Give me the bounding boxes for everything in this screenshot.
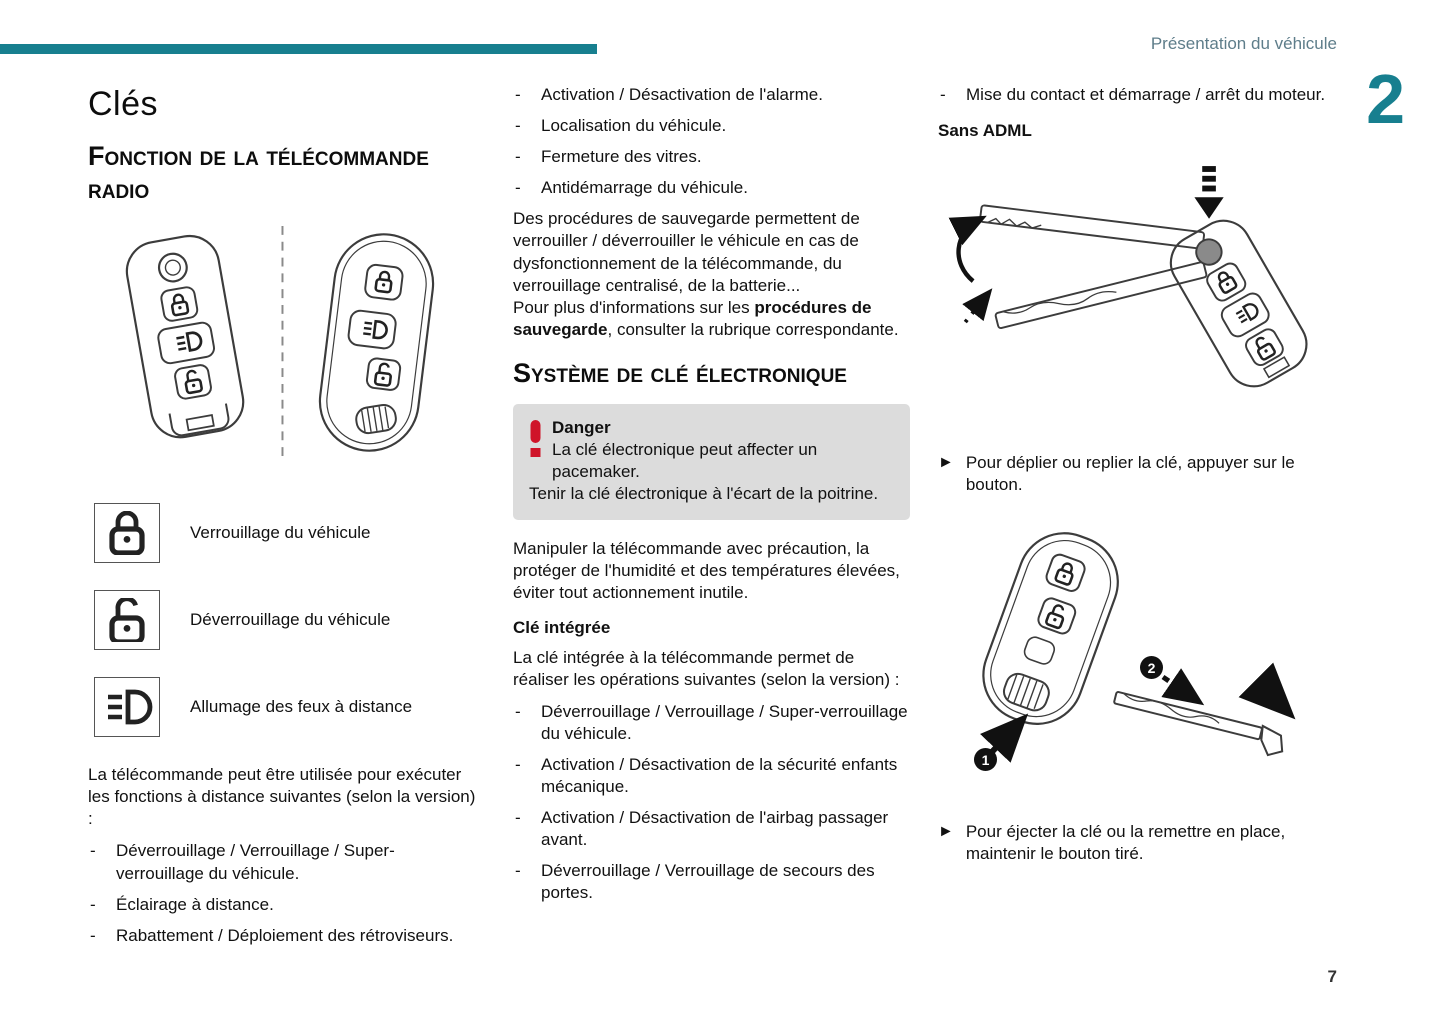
list-item: - Mise du contact et démarrage / arrêt d…	[938, 84, 1338, 106]
flip-key-body	[1169, 219, 1308, 388]
lock-icon	[1213, 268, 1239, 296]
dash-bullet: -	[515, 701, 521, 721]
unlock-icon	[1044, 602, 1069, 631]
ejected-key-blade	[1113, 691, 1284, 757]
page-title: Clés	[88, 85, 159, 123]
eject-solid-arrow	[1238, 662, 1296, 720]
unlock-icon	[1251, 333, 1277, 362]
dash-bullet: -	[90, 894, 96, 914]
legend-label: Déverrouillage du véhicule	[190, 610, 391, 630]
headlight-beam-icon	[1233, 300, 1262, 326]
column-middle: - Activation / Désactivation de l'alarme…	[513, 82, 910, 914]
lock-icon	[1053, 560, 1078, 588]
sans-adml-subheading: Sans ADML	[938, 121, 1032, 141]
backup-procedures-paragraph-2: Pour plus d'informations sur les procédu…	[513, 297, 899, 339]
intro-paragraph: La télécommande peut être utilisée pour …	[88, 765, 476, 829]
dash-bullet: -	[515, 116, 521, 136]
list-item: - Rabattement / Déploiement des rétrovis…	[88, 925, 480, 947]
list-item: - Activation / Désactivation de l'alarme…	[513, 84, 910, 106]
list-item: - Déverrouillage / Verrouillage / Super-…	[88, 840, 480, 884]
press-button-arrow	[1194, 166, 1224, 219]
legend-label: Allumage des feux à distance	[190, 697, 413, 717]
pivot-button	[1195, 238, 1223, 266]
dash-bullet: -	[515, 861, 521, 881]
dash-bullet: -	[940, 85, 946, 104]
unlock-icon	[94, 590, 160, 651]
list-item: - Activation / Désactivation de la sécur…	[513, 754, 910, 798]
release-slider	[1002, 673, 1050, 712]
page-number: 7	[1327, 966, 1337, 986]
flip-key-deploy-illustration	[938, 164, 1338, 414]
dash-bullet: -	[90, 925, 96, 945]
legend-row-headlight: Allumage des feux à distance	[94, 677, 480, 738]
dash-bullet: -	[515, 85, 521, 104]
step-marker-1: 1	[974, 748, 997, 772]
danger-line: La clé électronique peut affecter un pac…	[552, 439, 818, 482]
danger-title: Danger	[552, 417, 611, 437]
backup-procedures-paragraph: Des procédures de sauvegarde permettent …	[513, 209, 860, 295]
danger-line: Tenir la clé électronique à l'écart de l…	[529, 484, 879, 504]
legend-row-unlock: Déverrouillage du véhicule	[94, 590, 480, 651]
danger-box: Danger La clé électronique peut affecter…	[513, 403, 910, 521]
integrated-key-subheading: Clé intégrée	[513, 617, 611, 637]
pull-button-arrow	[979, 713, 1029, 764]
chapter-number: 2	[1366, 60, 1405, 138]
rotate-arrow	[948, 215, 987, 284]
dash-bullet: -	[515, 147, 521, 167]
instruction-step: ► Pour déplier ou replier la clé, appuye…	[938, 452, 1338, 496]
right-triangle-arrow: ►	[938, 454, 954, 472]
legend-label: Verrouillage du véhicule	[190, 523, 371, 543]
dash-bullet: -	[90, 841, 96, 861]
lock-icon	[94, 503, 160, 564]
header-accent-bar	[0, 44, 597, 54]
legend-row-lock: Verrouillage du véhicule	[94, 503, 480, 564]
section-heading-remote: Fonction de la télécommande radio	[88, 141, 429, 205]
section-heading-electronic-key: Système de clé électronique	[513, 357, 847, 388]
list-item: - Antidémarrage du véhicule.	[513, 177, 910, 199]
eject-dashed-arrow	[1161, 668, 1205, 706]
column-right: - Mise du contact et démarrage / arrêt d…	[938, 82, 1338, 875]
headlight-beam-icon	[361, 318, 389, 341]
list-item: - Activation / Désactivation de l'airbag…	[513, 807, 910, 851]
remote-keys-illustration	[88, 222, 480, 467]
smart-key-body	[982, 532, 1119, 726]
danger-exclamation-icon	[529, 419, 542, 463]
dash-bullet: -	[515, 755, 521, 774]
bold-inline: procédures de sauvegarde	[513, 297, 872, 339]
column-left: Clés Fonction de la télécommande radio	[88, 82, 480, 956]
list-item: - Éclairage à distance.	[88, 894, 480, 916]
flip-key-drawing	[125, 235, 245, 439]
lock-icon	[169, 292, 190, 317]
key-blade-extended	[979, 204, 1206, 250]
headlight-beam-icon	[94, 677, 160, 738]
smart-key-drawing	[318, 233, 435, 452]
handling-paragraph: Manipuler la télécommande avec précautio…	[513, 539, 900, 603]
step-marker-2: 2	[1140, 656, 1163, 680]
list-item: - Fermeture des vitres.	[513, 146, 910, 168]
right-triangle-arrow: ►	[938, 822, 954, 840]
dash-bullet: -	[515, 178, 521, 198]
unlock-icon	[182, 368, 204, 395]
header-section-title: Présentation du véhicule	[1150, 34, 1337, 53]
unlock-icon	[373, 361, 394, 388]
list-item: - Déverrouillage / Verrouillage de secou…	[513, 860, 910, 904]
integrated-key-paragraph: La clé intégrée à la télécommande permet…	[513, 647, 900, 689]
headlight-beam-icon	[174, 330, 204, 354]
list-item: - Déverrouillage / Verrouillage / Super-…	[513, 701, 910, 745]
list-item: - Localisation du véhicule.	[513, 115, 910, 137]
dotted-arrow	[962, 288, 993, 324]
instruction-step: ► Pour éjecter la clé ou la remettre en …	[938, 821, 1338, 865]
key-blade-eject-illustration: 1 2	[938, 522, 1338, 780]
dash-bullet: -	[515, 808, 521, 828]
key-blade-folded	[994, 261, 1208, 330]
lock-icon	[374, 269, 394, 294]
